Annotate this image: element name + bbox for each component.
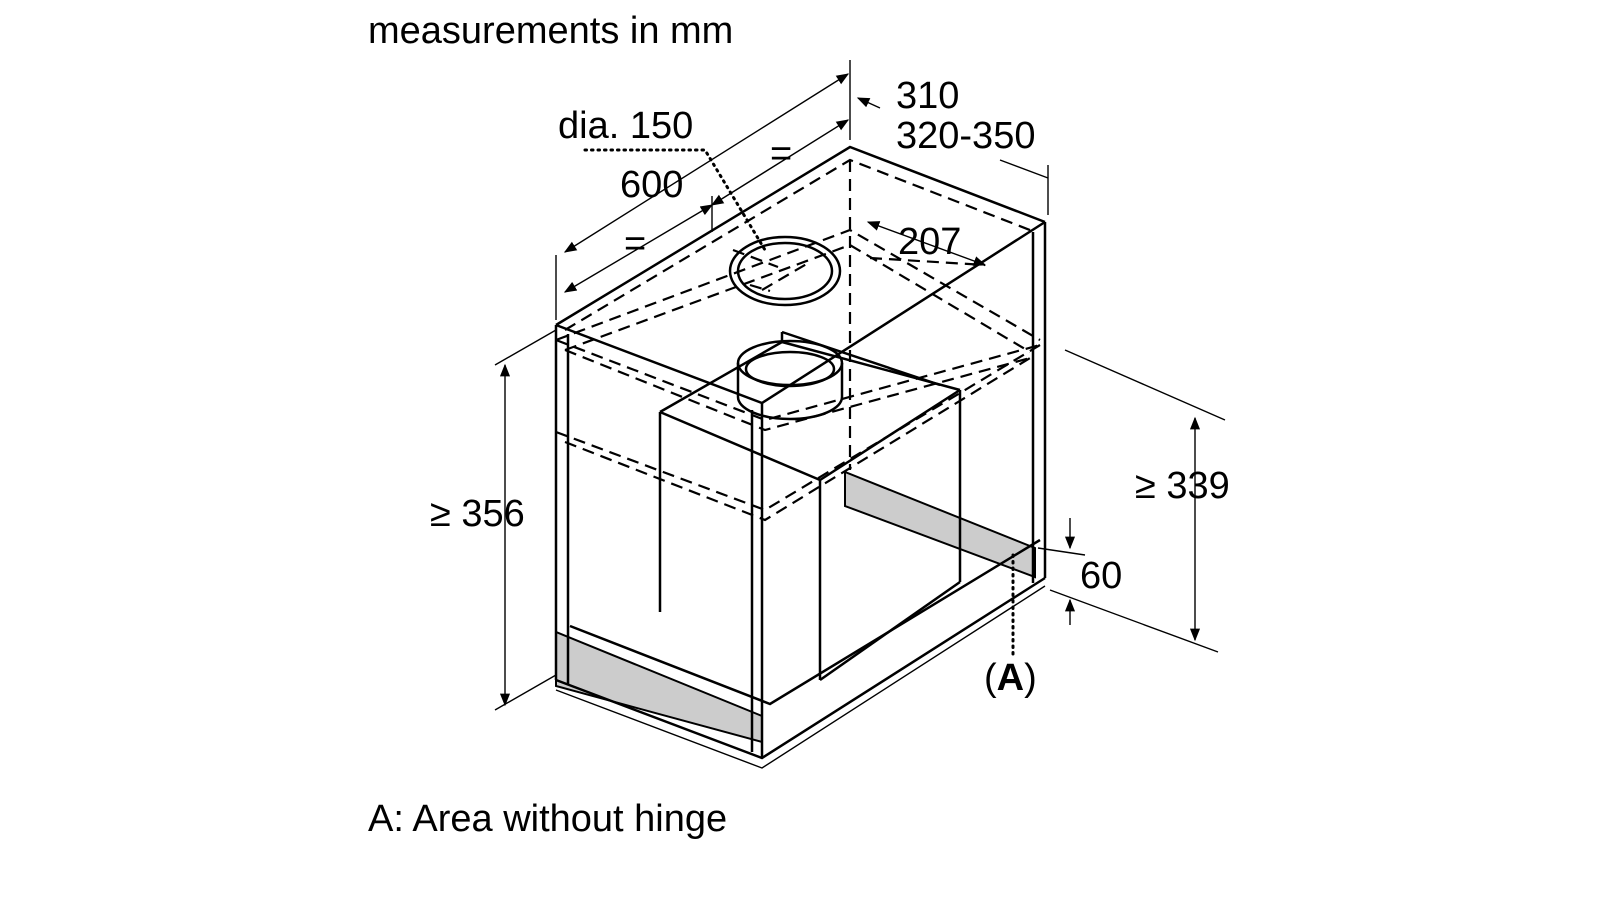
area-marker: (A) — [984, 657, 1037, 699]
cabinet-outline — [554, 145, 1047, 769]
front-hinge-strip — [555, 630, 763, 744]
area-marker-open: ( — [984, 657, 997, 699]
height-right-label: ≥ 339 — [1135, 465, 1230, 507]
offset-label: 207 — [898, 221, 961, 263]
height-left-label: ≥ 356 — [430, 493, 525, 535]
side-hinge-strip — [844, 470, 1036, 579]
equal-right-label: = — [770, 133, 792, 175]
equal-left-label: = — [624, 223, 646, 265]
diameter-label: dia. 150 — [558, 105, 693, 147]
top-opening — [728, 235, 842, 307]
page-title: measurements in mm — [368, 10, 734, 52]
area-marker-letter: A — [997, 657, 1024, 699]
depth-range-label: 320-350 — [896, 115, 1035, 157]
depth-label: 310 — [896, 75, 959, 117]
duct-collar — [736, 339, 844, 421]
dimension-lines — [494, 60, 1226, 711]
width-label: 600 — [620, 164, 683, 206]
strip-height-label: 60 — [1080, 555, 1122, 597]
legend-note: A: Area without hinge — [368, 798, 728, 840]
area-marker-close: ) — [1024, 657, 1037, 699]
